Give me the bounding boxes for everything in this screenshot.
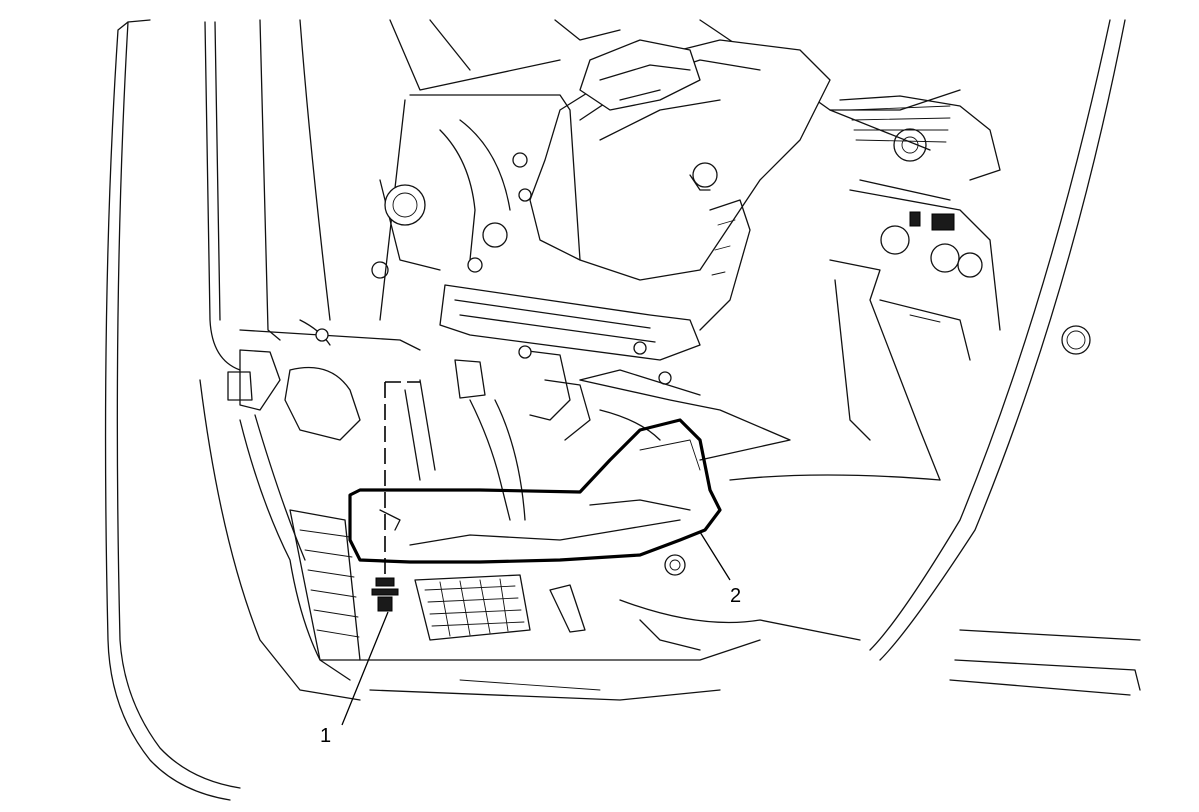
callout-leader-2 [699, 531, 731, 581]
knee-bolster-insulator [348, 418, 722, 576]
callout-label-2: 2 [730, 585, 741, 607]
door-frame [104, 19, 281, 801]
pedal-assembly [404, 345, 661, 641]
dash-opening [371, 94, 751, 331]
callout-label-1: 1 [320, 725, 331, 747]
kick-panel [199, 349, 361, 701]
callout-leaders [341, 531, 731, 726]
cross-car-beam [239, 284, 701, 385]
steering-column [529, 39, 831, 281]
callout-leader-1 [341, 611, 389, 726]
right-door [869, 19, 1141, 696]
floor [359, 259, 941, 701]
fastener [371, 381, 420, 612]
